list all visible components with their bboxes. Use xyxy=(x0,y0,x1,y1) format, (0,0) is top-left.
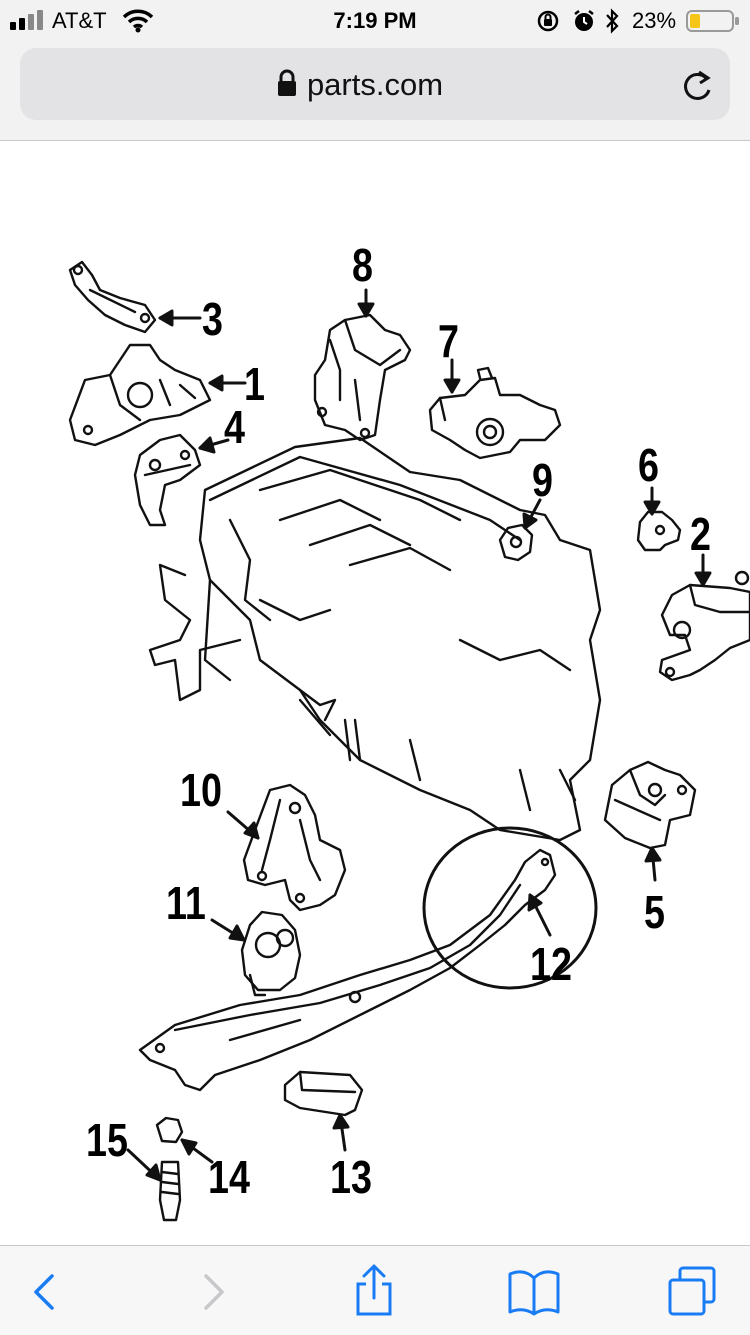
part-15-bolt xyxy=(158,1160,182,1222)
callout-8: 8 xyxy=(352,239,373,291)
signal-icon xyxy=(10,10,43,30)
reload-icon[interactable] xyxy=(680,68,714,104)
browser-toolbar xyxy=(0,1245,750,1335)
part-4-bracket xyxy=(133,433,202,527)
leader-arrows xyxy=(126,288,712,1182)
part-14-nut xyxy=(155,1116,184,1144)
share-icon[interactable] xyxy=(346,1262,402,1318)
callout-3: 3 xyxy=(202,293,223,345)
part-8-bracket xyxy=(313,313,412,442)
part-9-nut xyxy=(498,523,534,562)
alarm-icon xyxy=(574,10,594,31)
callout-7: 7 xyxy=(438,315,459,367)
part-6-bracket xyxy=(636,510,682,552)
address-bar[interactable] xyxy=(20,48,730,120)
part-10-bracket xyxy=(242,783,347,912)
wifi-icon xyxy=(122,9,154,33)
callout-13: 13 xyxy=(330,1151,372,1203)
browser-address-area xyxy=(0,40,750,141)
part-2-mount xyxy=(658,570,750,682)
callout-9: 9 xyxy=(532,454,553,506)
status-bar: AT&T 7:19 PM 23% xyxy=(0,0,750,40)
callout-15: 15 xyxy=(86,1114,128,1166)
part-5-mount xyxy=(603,760,697,850)
callout-2: 2 xyxy=(690,508,711,560)
callout-1: 1 xyxy=(244,358,265,410)
bookmarks-icon[interactable] xyxy=(506,1268,562,1316)
tabs-icon[interactable] xyxy=(664,1264,720,1318)
part-13-mount xyxy=(283,1070,364,1117)
orientation-lock-icon xyxy=(537,10,559,32)
lock-icon xyxy=(278,69,296,96)
battery-icon xyxy=(686,10,739,32)
callout-5: 5 xyxy=(644,886,665,938)
back-icon[interactable] xyxy=(22,1268,78,1316)
callout-11: 11 xyxy=(166,877,206,929)
part-1-mount xyxy=(68,343,212,447)
part-7-mount xyxy=(428,366,562,460)
page-content: 1 2 3 4 5 6 7 8 9 10 11 12 13 14 15 xyxy=(0,141,750,1245)
callout-6: 6 xyxy=(638,439,659,491)
callout-10: 10 xyxy=(180,764,222,816)
callout-14: 14 xyxy=(208,1151,250,1203)
forward-icon[interactable] xyxy=(184,1268,240,1316)
annotation-circle xyxy=(422,826,598,990)
parts-diagram xyxy=(68,260,750,1222)
battery-percentage: 23% xyxy=(632,8,677,33)
carrier-name: AT&T xyxy=(52,8,107,33)
part-11-mount xyxy=(240,910,302,997)
callout-12: 12 xyxy=(530,938,572,990)
url-text[interactable]: parts.com xyxy=(306,67,444,102)
bluetooth-icon xyxy=(606,8,619,34)
part-3-bracket xyxy=(68,260,157,334)
callout-4: 4 xyxy=(224,401,245,453)
engine-block-drawing xyxy=(148,436,602,842)
clock-time: 7:19 PM xyxy=(333,8,417,33)
